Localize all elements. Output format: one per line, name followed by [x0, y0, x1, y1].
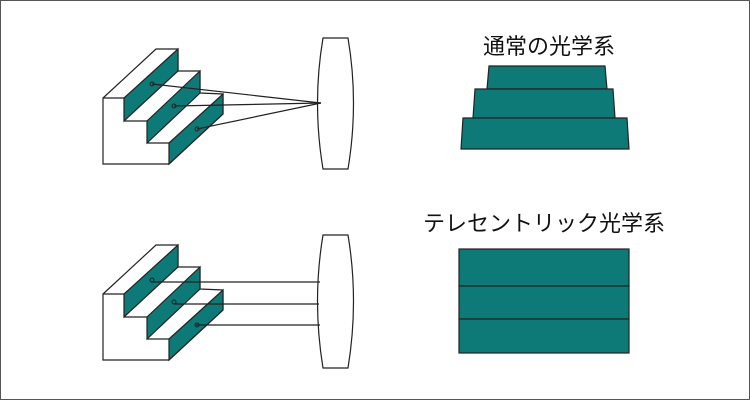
- staircase-normal: [102, 47, 224, 166]
- rays-normal: [151, 83, 322, 130]
- lens-telecentric: [316, 234, 355, 369]
- image-normal-pyramid: [460, 65, 630, 150]
- lens-normal: [316, 37, 355, 170]
- title-normal-optics: 通常の光学系: [482, 35, 616, 60]
- title-telecentric-optics: テレセントリック光学系: [422, 212, 666, 237]
- rays-telecentric: [151, 281, 320, 326]
- staircase-telecentric: [102, 243, 224, 362]
- image-telecentric-stack: [458, 248, 630, 354]
